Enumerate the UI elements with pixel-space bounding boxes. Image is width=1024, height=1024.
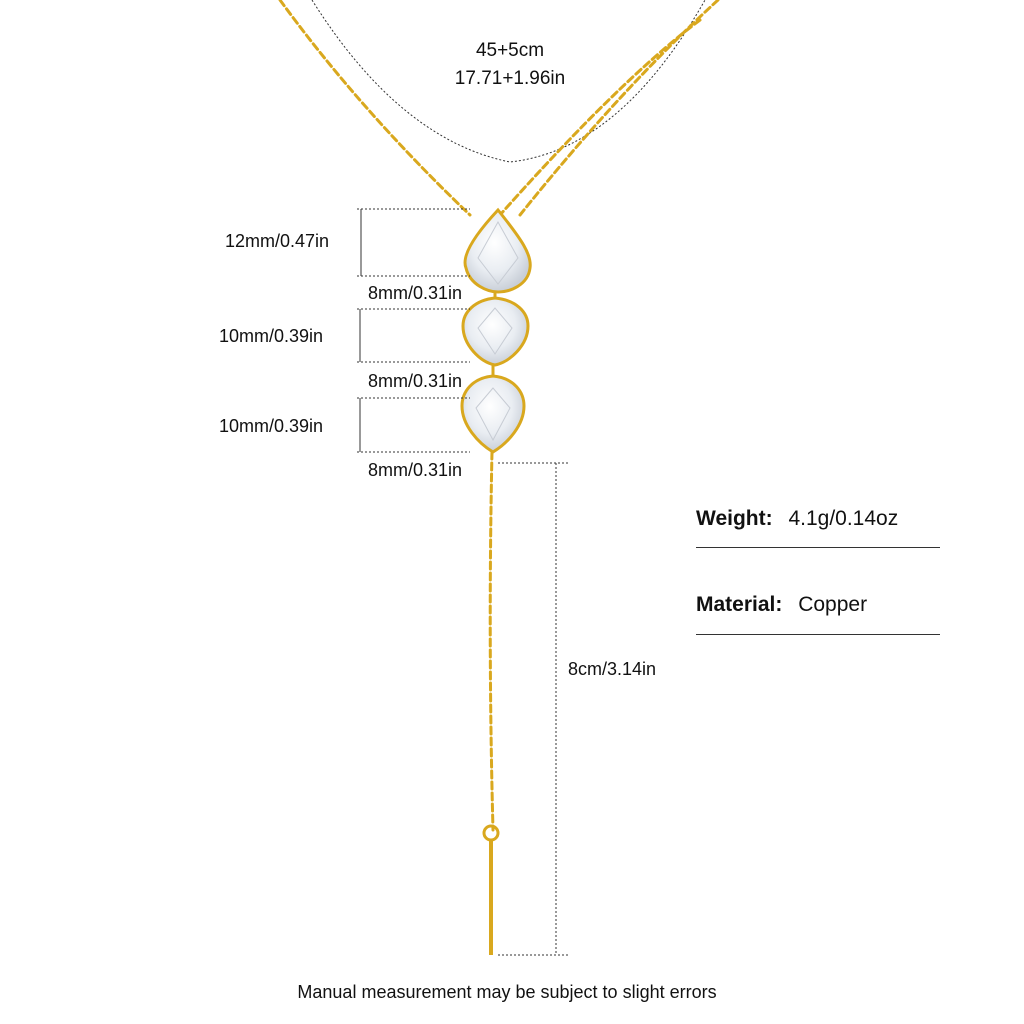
drop-chain — [488, 450, 495, 832]
weight-spec: Weight: 4.1g/0.14oz — [696, 507, 940, 531]
weight-key: Weight: — [696, 507, 773, 530]
chain-left-outer — [278, 0, 472, 217]
weight-divider — [696, 547, 940, 548]
dimension-brackets — [357, 208, 570, 956]
stone-1-width-label: 8mm/0.31in — [368, 283, 463, 303]
end-pin — [482, 824, 500, 955]
stone-1 — [463, 207, 532, 294]
chain-right-outer — [518, 0, 720, 217]
length-label-cm: 45+5cm — [475, 40, 545, 61]
measurement-note: Manual measurement may be subject to sli… — [297, 982, 717, 1002]
material-value: Copper — [798, 593, 868, 616]
length-curve-line — [311, 0, 706, 163]
weight-value: 4.1g/0.14oz — [788, 507, 899, 530]
length-label-in: 17.71+1.96in — [454, 68, 566, 89]
stone-3 — [460, 374, 526, 454]
stone-3-width-label: 8mm/0.31in — [368, 460, 463, 480]
material-divider — [696, 634, 940, 635]
chain-right-inner — [498, 18, 702, 217]
stone-3-height-label: 10mm/0.39in — [219, 416, 324, 436]
drop-length-label: 8cm/3.14in — [568, 659, 657, 679]
stone-2-width-label: 8mm/0.31in — [368, 371, 463, 391]
material-key: Material: — [696, 593, 783, 616]
stone-1-height-label: 12mm/0.47in — [225, 231, 330, 251]
material-spec: Material: Copper — [696, 593, 940, 617]
stone-2-height-label: 10mm/0.39in — [219, 326, 324, 346]
stone-2 — [461, 296, 530, 367]
chain-strands — [278, 0, 720, 832]
